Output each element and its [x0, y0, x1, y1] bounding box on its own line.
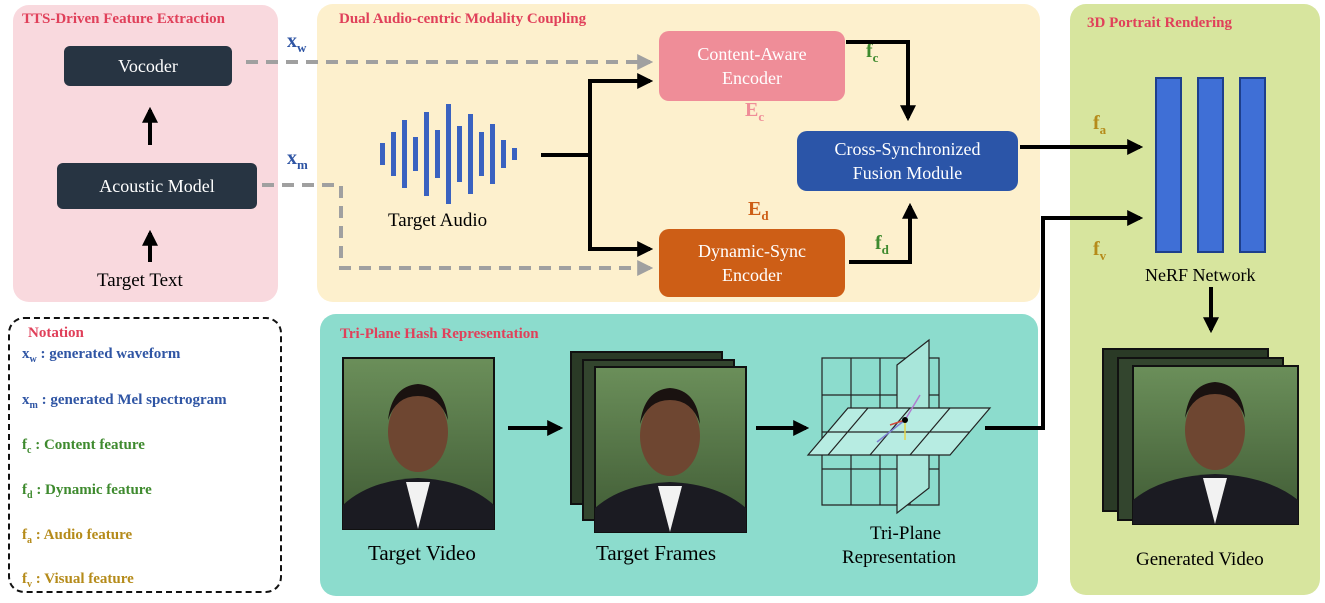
triplane-panel-title: Tri-Plane Hash Representation: [340, 326, 539, 342]
target-frames-label: Target Frames: [596, 541, 717, 565]
fusion-module-box: Cross-Synchronized Fusion Module: [797, 131, 1018, 191]
render-panel-title: 3D Portrait Rendering: [1087, 15, 1232, 31]
dynamic-encoder-line2: Encoder: [722, 265, 782, 285]
vocoder-label: Vocoder: [118, 56, 178, 76]
ed-symbol: Ed: [748, 198, 769, 223]
xm-symbol: xm: [287, 147, 308, 172]
notation-fd: fd : Dynamic feature: [22, 482, 152, 501]
nerf-network-label: NeRF Network: [1145, 265, 1256, 285]
waveform-icon: [380, 104, 517, 204]
notation-panel: [8, 317, 282, 593]
nerf-network-icon: [1155, 77, 1266, 253]
generated-video-label: Generated Video: [1136, 549, 1264, 570]
fa-symbol: fa: [1093, 112, 1107, 137]
content-encoder-line1: Content-Aware: [697, 44, 807, 64]
target-frames-image: [570, 351, 747, 533]
fd-arrow: [849, 202, 918, 264]
triplane-label-line1: Tri-Plane: [870, 523, 942, 544]
audio-to-content-arrow: [541, 73, 654, 157]
fv-arrow: [985, 210, 1144, 430]
tts-panel-title: TTS-Driven Feature Extraction: [22, 11, 226, 27]
dynamic-sync-encoder-box: Dynamic-Sync Encoder: [659, 229, 845, 297]
vocoder-box: Vocoder: [64, 46, 232, 86]
notation-fv: fv : Visual feature: [22, 571, 134, 590]
notation-xw: xw : generated waveform: [22, 346, 181, 365]
dual-panel-title: Dual Audio-centric Modality Coupling: [339, 11, 587, 27]
triplane-icon: [806, 338, 992, 515]
notation-fc: fc : Content feature: [22, 437, 145, 456]
target-audio-label: Target Audio: [388, 210, 488, 231]
ec-symbol: Ec: [745, 99, 765, 124]
xw-symbol: xw: [287, 30, 307, 55]
generated-video-image: [1102, 348, 1299, 525]
acoustic-model-box: Acoustic Model: [57, 163, 257, 209]
fc-arrow: [846, 40, 916, 122]
fusion-line1: Cross-Synchronized: [834, 139, 981, 159]
fusion-line2: Fusion Module: [852, 163, 963, 183]
content-encoder-line2: Encoder: [722, 68, 782, 88]
audio-to-dynamic-arrow: [588, 155, 654, 257]
content-aware-encoder-box: Content-Aware Encoder: [659, 31, 845, 101]
target-video-image: [342, 357, 495, 530]
notation-title: Notation: [28, 325, 84, 341]
dynamic-encoder-line1: Dynamic-Sync: [698, 241, 806, 261]
acoustic-model-label: Acoustic Model: [99, 176, 215, 196]
triplane-label-line2: Representation: [842, 547, 956, 568]
notation-fa: fa : Audio feature: [22, 527, 133, 546]
xm-dashed-arrow: [262, 183, 654, 276]
notation-xm: xm : generated Mel spectrogram: [22, 392, 227, 411]
fv-symbol: fv: [1093, 238, 1107, 263]
fd-symbol: fd: [875, 232, 889, 257]
target-text-label: Target Text: [97, 270, 183, 291]
target-video-label: Target Video: [368, 541, 476, 565]
fc-symbol: fc: [866, 40, 879, 65]
